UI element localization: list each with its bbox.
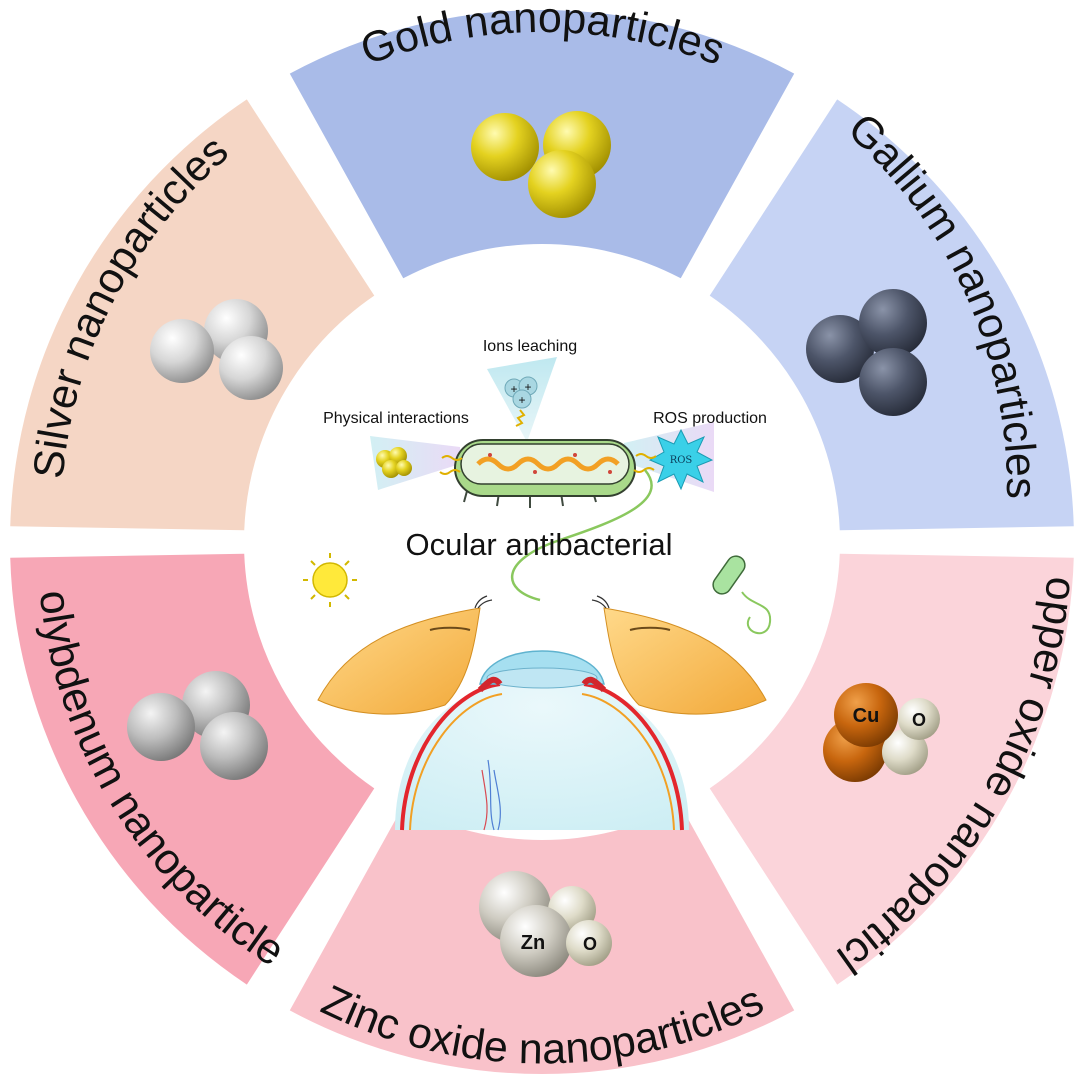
upper-eyelid-right — [591, 595, 767, 715]
ros-badge: ROS — [670, 455, 693, 466]
copper-symbol: Cu — [853, 705, 880, 727]
ion-sphere — [512, 389, 532, 409]
gallium-sphere — [859, 348, 927, 416]
gold-nanoparticle-cluster — [471, 111, 611, 218]
silver-sphere — [219, 336, 283, 400]
copper-oxygen-symbol: O — [912, 710, 926, 730]
eye-lens — [486, 667, 598, 689]
gallium-nanoparticle-cluster — [806, 289, 927, 416]
molybdenum-sphere — [127, 693, 195, 761]
label-ions-leaching: Ions leaching — [483, 338, 577, 355]
ion-particle-cluster: + + + — [504, 376, 538, 427]
zinc-oxide-cluster: Zn O — [479, 871, 612, 977]
eye-cross-section — [395, 650, 689, 831]
oxygen-atom-lower — [882, 729, 928, 775]
label-ros-production: ROS production — [653, 410, 767, 427]
ion-charge: + — [510, 382, 517, 396]
center-title: Ocular antibacterial — [405, 527, 672, 562]
oxygen-atom — [898, 698, 940, 740]
virus-icon — [303, 553, 357, 607]
ros-star-icon — [648, 428, 714, 491]
molybdenum-sphere — [200, 712, 268, 780]
copper-atom — [834, 683, 898, 747]
segment-silver-background — [10, 99, 375, 531]
gold-sphere — [528, 150, 596, 218]
zinc-oxygen-symbol: O — [583, 934, 597, 954]
upper-eyelid-left — [317, 595, 493, 715]
label-physical-interactions: Physical interactions — [323, 410, 469, 427]
ion-charge: + — [524, 380, 531, 394]
bacterium-icon — [439, 439, 657, 508]
silver-sphere — [150, 319, 214, 383]
molybdenum-nanoparticle-cluster — [127, 671, 268, 780]
segment-gold-background — [289, 10, 795, 279]
segment-molybdenum-background — [10, 553, 375, 985]
physical-particle-cluster — [376, 447, 412, 478]
ion-squiggle — [515, 409, 526, 427]
gold-mini-sphere — [396, 460, 412, 476]
copper-oxide-cluster: Cu O — [823, 683, 940, 782]
gold-mini-sphere — [382, 460, 400, 478]
flagellum-line — [511, 469, 653, 602]
zinc-atom — [500, 905, 572, 977]
gold-sphere — [471, 113, 539, 181]
center-illustration: + + + ROS — [303, 357, 772, 831]
silver-nanoparticle-cluster — [150, 299, 283, 400]
oxygen-atom — [566, 920, 612, 966]
gallium-sphere — [806, 315, 874, 383]
ion-charge: + — [518, 393, 525, 407]
zinc-symbol: Zn — [521, 932, 545, 954]
small-bacterium-icon — [712, 555, 772, 635]
gallium-sphere — [859, 289, 927, 357]
